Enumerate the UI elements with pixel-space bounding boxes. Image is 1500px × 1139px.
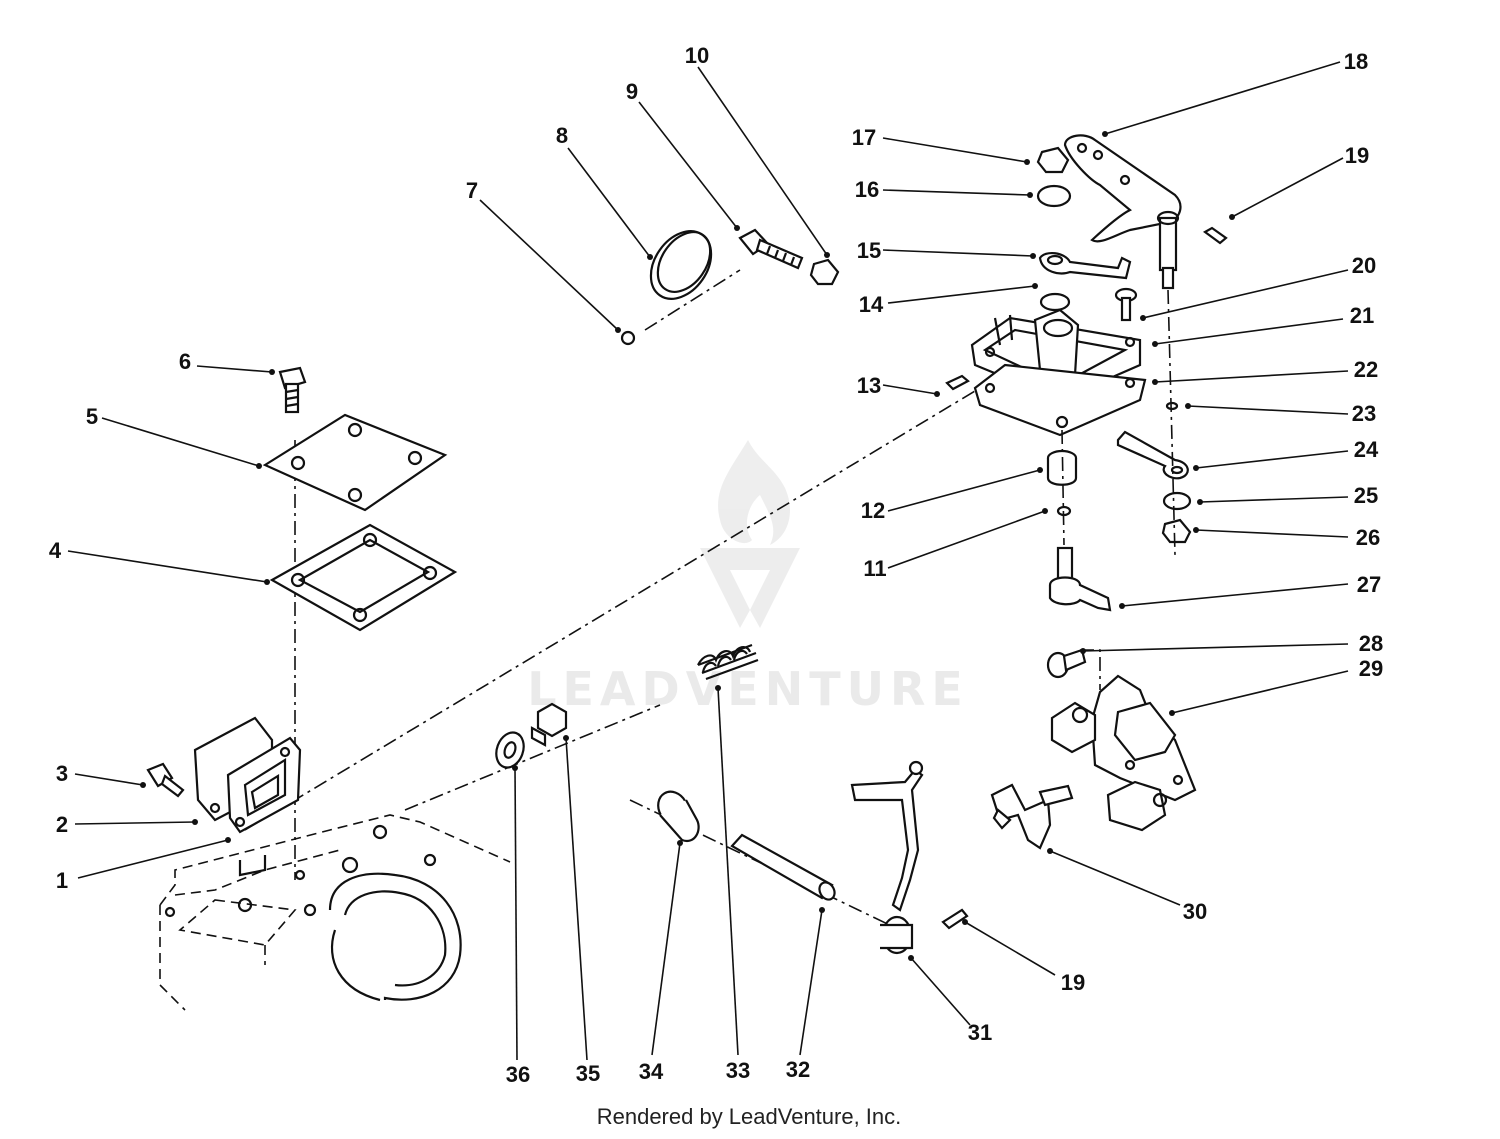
screw-35	[530, 702, 568, 747]
bushing-34	[657, 790, 700, 843]
callout-12: 12	[861, 498, 885, 523]
gasket-22	[973, 363, 1147, 437]
callout-17: 17	[852, 125, 876, 150]
callout-10: 10	[685, 43, 709, 68]
callout-19-top: 19	[1345, 143, 1369, 168]
callout-27: 27	[1357, 572, 1381, 597]
watermark: LEADVENTURE	[527, 440, 969, 716]
callout-33: 33	[726, 1058, 750, 1083]
pin-19-bottom	[941, 908, 969, 930]
callout-6: 6	[179, 349, 191, 374]
alignment-line	[244, 384, 986, 831]
footer-credit: Rendered by LeadVenture, Inc.	[597, 1104, 902, 1129]
callout-20: 20	[1352, 253, 1376, 278]
nut-10	[809, 258, 840, 286]
gasket-4	[269, 523, 458, 632]
callout-9: 9	[626, 79, 638, 104]
washer-14	[1039, 292, 1071, 312]
callout-24: 24	[1354, 437, 1379, 462]
callout-31: 31	[968, 1020, 992, 1045]
shaft-32	[730, 833, 836, 901]
plate-1	[226, 736, 302, 834]
callout-32: 32	[786, 1057, 810, 1082]
lever-18	[1063, 134, 1182, 290]
callout-15: 15	[857, 238, 881, 263]
bolt-3	[146, 762, 185, 798]
callout-36: 36	[506, 1062, 530, 1087]
pin-13	[945, 374, 970, 391]
nut-17	[1036, 146, 1070, 174]
callout-16: 16	[855, 177, 879, 202]
screw-28	[1046, 648, 1087, 679]
callout-14: 14	[859, 292, 884, 317]
arm-15	[1038, 252, 1132, 280]
callout-2: 2	[56, 812, 68, 837]
callout-30: 30	[1183, 899, 1207, 924]
lever-30	[990, 783, 1074, 850]
shaft-27	[1048, 546, 1112, 612]
pin-19-top	[1202, 226, 1228, 245]
spring-33	[697, 643, 759, 681]
callout-3: 3	[56, 761, 68, 786]
washer-23	[1165, 401, 1179, 411]
callout-21: 21	[1350, 303, 1374, 328]
callout-28: 28	[1359, 631, 1383, 656]
callout-22: 22	[1354, 357, 1378, 382]
bolt-9	[738, 228, 804, 270]
callout-1: 1	[56, 868, 68, 893]
callout-25: 25	[1354, 483, 1378, 508]
callout-11: 11	[863, 556, 886, 581]
ring-7	[620, 330, 636, 346]
callout-29: 29	[1359, 656, 1383, 681]
cover-plate-5	[262, 413, 448, 512]
o-ring-8	[649, 230, 713, 300]
callout-26: 26	[1356, 525, 1380, 550]
callout-13: 13	[857, 373, 881, 398]
washer-16	[1036, 184, 1072, 208]
leader-lines	[67, 61, 1349, 1061]
washer-25	[1162, 491, 1192, 511]
callout-19-bottom: 19	[1061, 970, 1085, 995]
callout-labels: 1 2 3 4 5 6 7 8 9 10 11 12 13 14 15 16 1…	[49, 43, 1383, 1087]
callout-34: 34	[639, 1059, 664, 1084]
washer-36	[495, 731, 525, 769]
callout-35: 35	[576, 1061, 600, 1086]
screw-20	[1114, 287, 1138, 322]
lever-31	[850, 760, 924, 955]
callout-4: 4	[49, 538, 62, 563]
bolt-6	[278, 366, 307, 414]
bracket-29	[1050, 674, 1197, 832]
callout-5: 5	[86, 404, 98, 429]
watermark-text: LEADVENTURE	[527, 662, 969, 716]
callout-23: 23	[1352, 401, 1376, 426]
callout-8: 8	[556, 123, 568, 148]
callout-7: 7	[466, 178, 478, 203]
callout-18: 18	[1344, 49, 1368, 74]
arm-24	[1116, 430, 1189, 480]
engine-block	[159, 814, 511, 1011]
nut-26	[1161, 518, 1192, 544]
